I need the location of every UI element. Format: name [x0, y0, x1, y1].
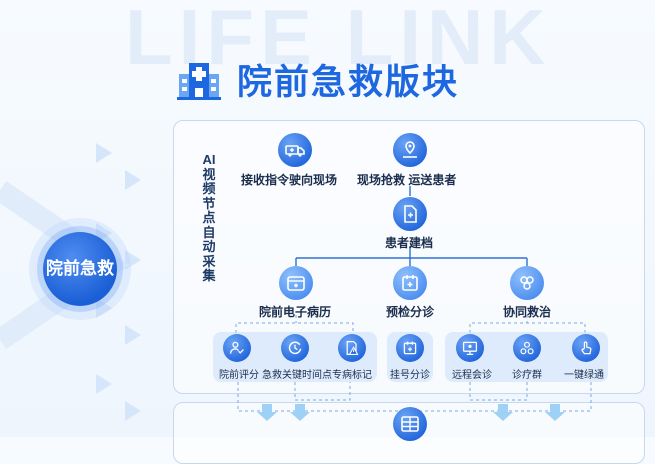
medical-record-icon	[279, 266, 313, 300]
green-channel-label: 一键绿通	[564, 370, 604, 381]
title-text: 院前急救版块	[237, 63, 460, 102]
hospital-icon	[177, 62, 221, 100]
document-icon	[393, 197, 427, 231]
prehospital-badge: 院前急救	[43, 232, 117, 306]
calendar-plus-icon	[393, 266, 427, 300]
page-title: 院前急救版块	[177, 54, 459, 105]
receive-order-label: 接收指令驶向现场	[241, 173, 338, 187]
monitor-icon	[456, 334, 484, 362]
table-icon	[393, 407, 427, 441]
person-score-icon	[223, 334, 251, 362]
tap-icon	[572, 334, 600, 362]
disease-mark-label: 专病标记	[332, 370, 372, 381]
team-label: 诊疗群	[512, 370, 542, 381]
triage-label: 预检分诊	[386, 305, 435, 319]
ambulance-icon	[278, 133, 312, 167]
clock-icon	[281, 334, 309, 362]
emr-label: 院前电子病历	[259, 305, 332, 319]
warning-doc-icon	[338, 334, 366, 362]
group-chat-icon	[513, 334, 541, 362]
register-label: 挂号分诊	[390, 370, 430, 381]
assess-label: 院前评分	[219, 370, 259, 381]
timepoints-label: 急救关键时间点	[262, 370, 332, 381]
ai-collect-label: AI视频节点自动采集	[202, 152, 216, 283]
team-icon	[510, 266, 544, 300]
remote-consult-label: 远程会诊	[452, 370, 492, 381]
register-icon	[396, 334, 424, 362]
collab-label: 协同救治	[503, 305, 552, 319]
onsite-rescue-label: 现场抢救 运送患者	[357, 173, 457, 187]
patient-archive-label: 患者建档	[385, 236, 434, 250]
location-rescue-icon	[393, 133, 427, 167]
